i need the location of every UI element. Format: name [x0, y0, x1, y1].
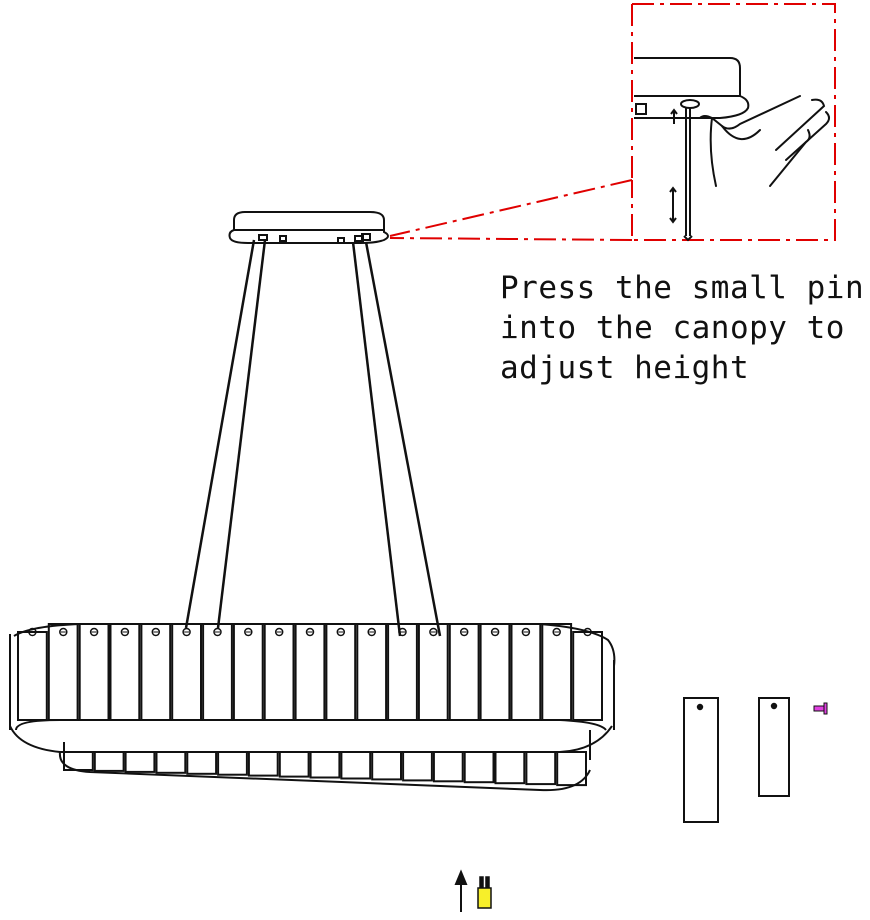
crystal-hole [244, 627, 253, 637]
crystal-hole [398, 627, 407, 637]
crystal-prism-back [309, 751, 341, 779]
crystal-hole [521, 627, 531, 637]
crystal-prism-back [93, 751, 125, 772]
crystal-hole [213, 627, 222, 637]
crystal-hole [59, 627, 68, 637]
crystal-prism-back [217, 751, 248, 776]
crystal-hole [151, 627, 161, 637]
crystal-hole [28, 627, 37, 637]
crystal-prism-back [494, 751, 526, 785]
ceiling-canopy [228, 211, 389, 244]
crystal-prism-back [278, 751, 310, 778]
crystal-panel-2 [758, 697, 790, 797]
crystal-prism [417, 623, 449, 721]
crystal-hole [274, 627, 284, 637]
crystal-prism [479, 623, 511, 721]
hand-icon [699, 95, 830, 187]
crystal-prism [294, 623, 326, 721]
crystal-ring [9, 623, 616, 792]
caption-line-1: Press the small pin [500, 270, 865, 306]
crystal-prism-back [155, 751, 187, 774]
crystal-prism [325, 623, 357, 721]
crystal-prism [387, 623, 418, 721]
suspension-cables [184, 239, 442, 637]
caption-line-3: adjust height [500, 350, 750, 386]
crystal-prism-back [371, 751, 403, 781]
crystal-prism [263, 623, 295, 721]
crystal-hole [490, 627, 500, 637]
instruction-caption: Press the small pin into the canopy to a… [500, 268, 868, 388]
crystal-prism [356, 623, 388, 721]
crystal-hole [459, 627, 469, 637]
crystal-panel-1 [683, 697, 719, 823]
crystal-prism [78, 623, 110, 721]
crystal-hole [120, 627, 130, 637]
crystal-prism [17, 631, 48, 721]
crystal-row-back [63, 751, 588, 787]
crystal-prism-back [432, 751, 464, 783]
crystal-prism [572, 631, 604, 721]
crystal-prism-back [186, 751, 218, 775]
crystal-hole [89, 627, 99, 637]
crystal-hole [367, 627, 376, 637]
crystal-prism [448, 623, 480, 721]
crystal-prism-back [340, 751, 372, 780]
callout-leader-bottom [389, 237, 633, 241]
crystal-row-front [17, 623, 604, 721]
crystal-hole [429, 627, 438, 637]
crystal-prism [140, 623, 172, 721]
arrow-up-icon [454, 869, 468, 912]
canopy-closeup [634, 57, 750, 242]
crystal-prism-back [556, 751, 588, 787]
crystal-prism [541, 623, 573, 721]
crystal-prism [202, 623, 233, 721]
crystal-prism-back [63, 751, 94, 771]
callout-frame [631, 3, 836, 241]
crystal-prism [171, 623, 202, 721]
crystal-hole [336, 627, 346, 637]
screw-icon [813, 702, 828, 715]
crystal-prism-back [402, 751, 433, 782]
crystal-prism [510, 623, 542, 721]
crystal-hole [583, 627, 592, 637]
crystal-prism-back [247, 751, 279, 777]
crystal-prism-back [463, 751, 495, 784]
crystal-hole [552, 627, 561, 637]
callout-leader-top [389, 179, 633, 237]
crystal-hole [182, 627, 191, 637]
caption-line-2: into the canopy to [500, 310, 845, 346]
crystal-prism-back [124, 751, 156, 773]
detail-callout [389, 3, 836, 241]
crystal-prism-back [525, 751, 557, 786]
crystal-prism [232, 623, 264, 721]
crystal-prism [47, 623, 79, 721]
crystal-prism [109, 623, 141, 721]
crystal-hole [305, 627, 315, 637]
nut-icon [477, 876, 492, 909]
